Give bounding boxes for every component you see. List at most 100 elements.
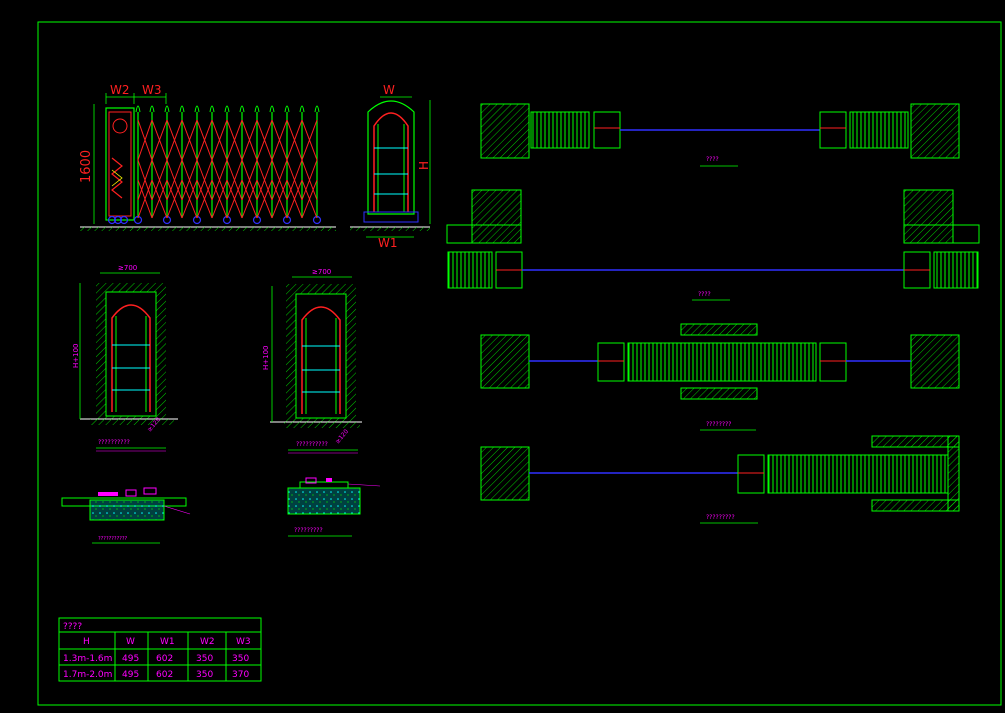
niche-elevation-1: ≥700 H+100 ≥120 ?????????? — [72, 264, 178, 452]
dim-w2: W2 — [110, 83, 130, 97]
scissor-bar — [166, 159, 183, 201]
scissor-bar — [181, 159, 198, 201]
plan-1-caption: ???? — [706, 156, 719, 163]
scissor-bar — [166, 179, 183, 219]
niche-1-height: H+100 — [72, 344, 80, 369]
table-header-cell: W3 — [236, 637, 251, 647]
scissor-bar — [211, 119, 228, 161]
gate-wheel — [162, 215, 172, 225]
gate-wheel — [282, 215, 292, 225]
scissor-bar — [301, 119, 318, 161]
post-cap — [179, 105, 185, 113]
scissor-bar — [226, 119, 243, 161]
post-cap — [209, 105, 215, 113]
scissor-bar — [241, 119, 258, 161]
scissor-bar — [151, 179, 168, 219]
table-cell: 1.3m-1.6m — [63, 654, 112, 664]
gate-wheel — [312, 215, 322, 225]
drawing-frame — [37, 21, 1002, 706]
scissor-bar — [151, 159, 168, 201]
scissor-bar — [151, 119, 168, 161]
scissor-bar — [196, 179, 213, 219]
post-cap — [314, 105, 320, 113]
scissor-bar — [211, 159, 228, 201]
gate-wheel — [252, 215, 262, 225]
dim-w: W — [383, 83, 395, 97]
table-cell: 602 — [156, 670, 173, 680]
table-cell: 495 — [122, 670, 139, 680]
niche-2-side: ≥120 — [334, 428, 350, 445]
dim-h: H — [417, 161, 431, 170]
scissor-bar — [226, 179, 243, 219]
scissor-bar — [196, 119, 213, 161]
niche-2-caption: ?????????? — [296, 441, 328, 448]
table-cell: 350 — [196, 670, 213, 680]
dim-w3: W3 — [142, 83, 162, 97]
scissor-bar — [286, 159, 303, 201]
scissor-bar — [271, 119, 288, 161]
gate-side-view: W H W1 — [350, 83, 431, 250]
scissor-bar — [226, 159, 243, 201]
niche-1-width: ≥700 — [118, 264, 137, 272]
table-cell: 350 — [196, 654, 213, 664]
table-cell: 602 — [156, 654, 173, 664]
scissor-bar — [241, 159, 258, 201]
niche-elevation-2: ≥700 H+100 ≥120 ?????????? — [262, 268, 362, 454]
scissor-bar — [256, 159, 273, 201]
scissor-bar — [271, 159, 288, 201]
scissor-bar — [256, 179, 273, 219]
scissor-bar — [166, 119, 183, 161]
scissor-bar — [271, 179, 288, 219]
scissor-bar — [137, 119, 153, 161]
scissor-bar — [301, 159, 318, 201]
table-cell: 370 — [232, 670, 249, 680]
dim-height-1600: 1600 — [79, 150, 94, 183]
post-cap — [239, 105, 245, 113]
plan-3-caption: ???????? — [706, 421, 731, 428]
table-header-cell: H — [83, 637, 90, 647]
plan-view-3: ???????? — [480, 323, 960, 431]
gate-wheel — [192, 215, 202, 225]
post-cap — [284, 105, 290, 113]
track-section-1: ??????????? — [61, 487, 191, 544]
plan-4-caption: ????????? — [706, 514, 735, 521]
plan-view-4: ????????? — [480, 435, 960, 524]
gate-elevation: W2 W3 1600 — [79, 83, 336, 231]
scissor-bar — [286, 179, 303, 219]
track-section-2: ????????? — [287, 477, 381, 537]
gate-wheel — [113, 215, 123, 225]
niche-1-caption: ?????????? — [98, 439, 130, 446]
scissor-bar — [181, 119, 198, 161]
scissor-bar — [211, 179, 228, 219]
scissor-bar — [137, 179, 153, 219]
table-header-cell: W1 — [160, 637, 175, 647]
table-cell: 495 — [122, 654, 139, 664]
post-cap — [299, 105, 305, 113]
table-header-cell: W — [126, 637, 135, 647]
scissor-bar — [256, 119, 273, 161]
scissor-bar — [137, 159, 153, 201]
post-cap — [194, 105, 200, 113]
gate-wheel — [222, 215, 232, 225]
post-cap — [135, 105, 141, 113]
scissor-bar — [241, 179, 258, 219]
post-cap — [269, 105, 275, 113]
table-cell: 350 — [232, 654, 249, 664]
gate-wheel — [119, 215, 129, 225]
plan-2-caption: ???? — [698, 291, 711, 298]
post-cap — [224, 105, 230, 113]
scissor-bar — [286, 119, 303, 161]
table-cell: 1.7m-2.0m — [63, 670, 112, 680]
table-header-cell: W2 — [200, 637, 215, 647]
track-1-caption: ??????????? — [98, 536, 128, 542]
plan-view-2: ???? — [446, 189, 980, 301]
niche-2-height: H+100 — [262, 346, 270, 371]
scissor-bar — [301, 179, 318, 219]
spec-table: ???? H W W1 W2 W3 1.3m-1.6m 495 602 350 350 1.7m-2… — [58, 617, 262, 682]
track-2-caption: ????????? — [294, 527, 323, 534]
table-title: ???? — [63, 622, 82, 632]
scissor-bar — [181, 179, 198, 219]
gate-wheel — [107, 215, 117, 225]
post-cap — [254, 105, 260, 113]
